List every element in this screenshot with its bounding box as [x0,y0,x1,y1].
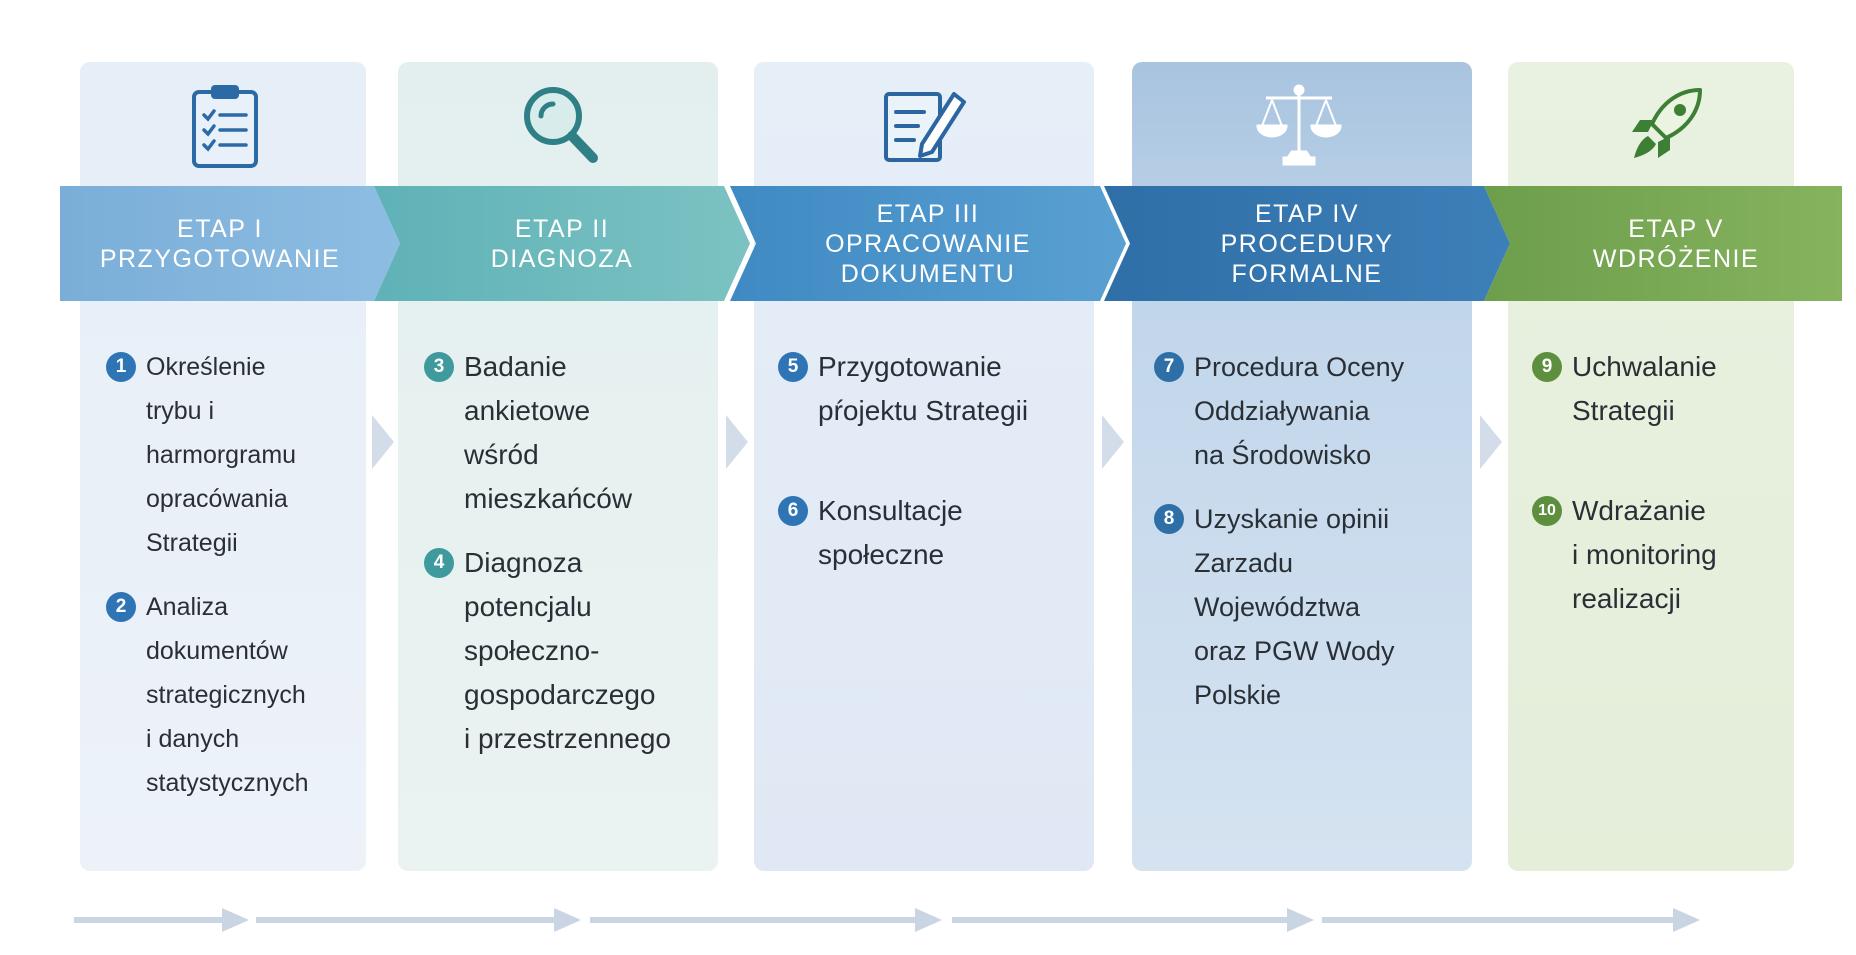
step-text: Diagnoza potencjalu społeczno- gospodarc… [464,547,672,754]
flow-arrow-4 [952,905,1314,935]
stage-4-label: ETAP IV [1254,199,1360,228]
step-number-badge: 7 [1154,352,1184,382]
step-item: 8 Uzyskanie opinii Zarzadu Województwa o… [1154,497,1404,717]
stage-4-steps: 7 Procedura Oceny Oddziaływania na Środo… [1154,345,1404,737]
step-number-badge: 5 [778,352,808,382]
step-item: 7 Procedura Oceny Oddziaływania na Środo… [1154,345,1404,477]
stage-1-title: PRZYGOTOWANIE [99,244,341,273]
stage-3-title-line2: DOKUMENTU [840,259,1016,288]
step-text: Uchwalanie Strategii [1572,351,1717,426]
stage-3-title: OPRACOWANIE [825,229,1031,258]
chevron-right-icon [726,415,748,469]
step-item: 2 Analiza dokumentów strategicznych i da… [106,585,309,805]
chevron-right-icon [1480,415,1502,469]
chevron-right-icon [1102,415,1124,469]
stage-4-title-line2: FORMALNE [1231,259,1383,288]
flow-arrow-1 [74,905,249,935]
stage-3-banner: ETAP III OPRACOWANIE DOKUMENTU [730,186,1126,301]
stage-2-title: DIAGNOZA [490,244,634,273]
stage-2-label: ETAP II [514,214,610,243]
step-text: Przygotowanie pŕojektu Strategii [818,351,1029,426]
stage-2-banner: ETAP II DIAGNOZA [374,186,750,301]
step-item: 4 Diagnoza potencjalu społeczno- gospoda… [424,541,671,761]
step-number-badge: 2 [106,592,136,622]
flow-arrow-5 [1322,905,1700,935]
step-number-badge: 9 [1532,352,1562,382]
stage-5-banner: ETAP V WDRÓŻENIE [1484,186,1842,301]
step-item: 3 Badanie ankietowe wśród mieszkańców [424,345,671,521]
stage-5-title: WDRÓŻENIE [1592,244,1760,273]
step-number-badge: 6 [778,496,808,526]
scales-of-justice-icon [1254,80,1344,170]
stage-3-steps: 5 Przygotowanie pŕojektu Strategii 6 Kon… [778,345,1028,597]
step-number-badge: 8 [1154,504,1184,534]
step-number-badge: 1 [106,352,136,382]
clipboard-checklist-icon [180,80,270,170]
step-item: 5 Przygotowanie pŕojektu Strategii [778,345,1028,433]
step-text: Wdrażanie i monitoring realizacji [1572,495,1717,614]
step-text: Uzyskanie opinii Zarzadu Województwa ora… [1194,504,1395,710]
stage-4-banner: ETAP IV PROCEDURY FORMALNE [1104,186,1510,301]
stage-1-steps: 1 Określenie trybu i harmorgramu opraców… [106,345,309,825]
step-text: Analiza dokumentów strategicznych i dany… [146,593,309,797]
chevron-right-icon [372,415,394,469]
step-item: 9 Uchwalanie Strategii [1532,345,1717,433]
step-text: Konsultacje społeczne [818,495,963,570]
stage-4-title: PROCEDURY [1220,229,1394,258]
flow-arrow-2 [256,905,581,935]
flow-arrow-3 [590,905,942,935]
step-item: 10 Wdrażanie i monitoring realizacji [1532,489,1717,621]
step-number-badge: 3 [424,352,454,382]
stage-5-steps: 9 Uchwalanie Strategii 10 Wdrażanie i mo… [1532,345,1717,641]
step-text: Procedura Oceny Oddziaływania na Środowi… [1194,352,1405,470]
step-text: Badanie ankietowe wśród mieszkańców [464,351,633,514]
stage-5-label: ETAP V [1628,214,1724,243]
step-item: 6 Konsultacje społeczne [778,489,1028,577]
step-number-badge: 10 [1532,496,1562,526]
magnifying-glass-icon [515,80,605,170]
step-text: Określenie trybu i harmorgramu opracówan… [146,353,297,557]
stage-1-label: ETAP I [177,214,263,243]
step-item: 1 Określenie trybu i harmorgramu opraców… [106,345,309,565]
stage-2-steps: 3 Badanie ankietowe wśród mieszkańców 4 … [424,345,671,781]
document-edit-icon [878,80,968,170]
stage-1-banner: ETAP I PRZYGOTOWANIE [60,186,400,301]
rocket-icon [1622,80,1712,170]
stage-3-label: ETAP III [876,199,980,228]
step-number-badge: 4 [424,548,454,578]
